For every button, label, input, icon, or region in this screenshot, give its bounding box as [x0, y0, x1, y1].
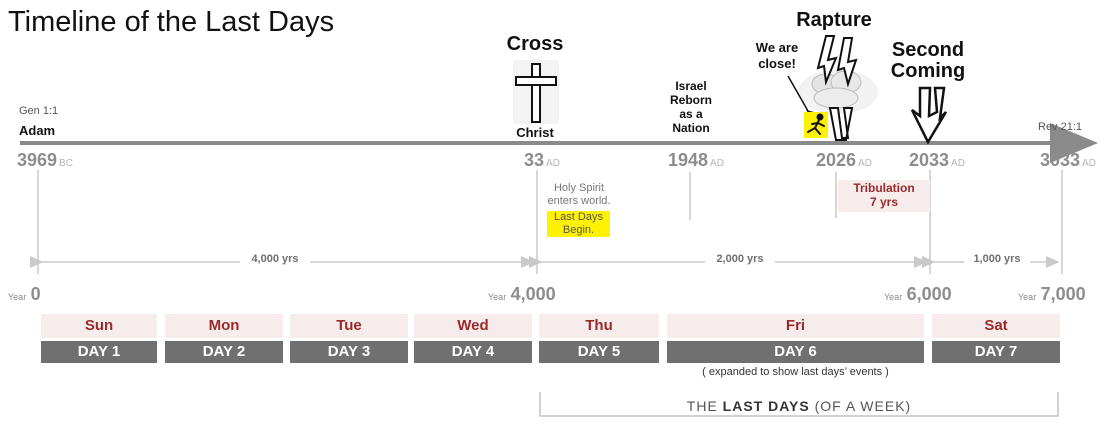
cross-heading: Cross	[506, 33, 564, 55]
day-number-3: DAY 3	[290, 341, 408, 363]
second-coming-heading: Second Coming	[890, 39, 966, 82]
tribulation-box	[838, 180, 930, 212]
year-mark-4000: Year 4,000	[488, 284, 556, 304]
tribulation-note: Tribulation 7 yrs	[853, 181, 915, 209]
day-name-thu: Thu	[539, 314, 659, 338]
rapture-arrows-icon	[816, 35, 858, 141]
adam-label: Adam	[19, 123, 56, 138]
expanded-note: ( expanded to show last days’ events )	[702, 366, 889, 378]
day-number-2: DAY 2	[165, 341, 283, 363]
day-name-sat: Sat	[932, 314, 1060, 338]
day-name-tue: Tue	[290, 314, 408, 338]
gen-label: Gen 1:1	[19, 105, 59, 117]
day-number-7: DAY 7	[932, 341, 1060, 363]
span-2000-label: 2,000 yrs	[705, 253, 775, 265]
day-number-6: DAY 6	[667, 341, 924, 363]
rapture-heading: Rapture	[796, 9, 872, 31]
rev-label: Rev 21:1	[1038, 121, 1083, 133]
day-name-sun: Sun	[41, 314, 157, 338]
year-mark-7000: Year 7,000	[1018, 284, 1086, 304]
israel-label: Israel Reborn as a Nation	[670, 79, 712, 135]
day-number-5: DAY 5	[539, 341, 659, 363]
second-coming-arrow-icon	[910, 86, 948, 145]
day-name-fri: Fri	[667, 314, 924, 338]
span-4000-label: 4,000 yrs	[240, 253, 310, 265]
day-name-wed: Wed	[414, 314, 532, 338]
runner-icon	[807, 113, 825, 135]
last-days-caption: THE LAST DAYS (OF A WEEK)	[686, 398, 912, 414]
christ-label: Christ	[516, 125, 554, 140]
holy-spirit-note: Holy Spirit enters world.	[547, 182, 611, 207]
day-number-1: DAY 1	[41, 341, 157, 363]
day-name-mon: Mon	[165, 314, 283, 338]
day-number-4: DAY 4	[414, 341, 532, 363]
page-title: Timeline of the Last Days	[8, 6, 335, 38]
last-days-begin-note: Last Days Begin.	[547, 211, 610, 237]
we-are-close-label: We are close!	[755, 40, 799, 71]
year-mark-6000: Year 6,000	[884, 284, 952, 304]
year-mark-0: Year 0	[8, 284, 41, 304]
span-1000-label: 1,000 yrs	[964, 253, 1030, 265]
cross-icon	[513, 60, 559, 124]
last-days-bracket	[539, 392, 1059, 417]
